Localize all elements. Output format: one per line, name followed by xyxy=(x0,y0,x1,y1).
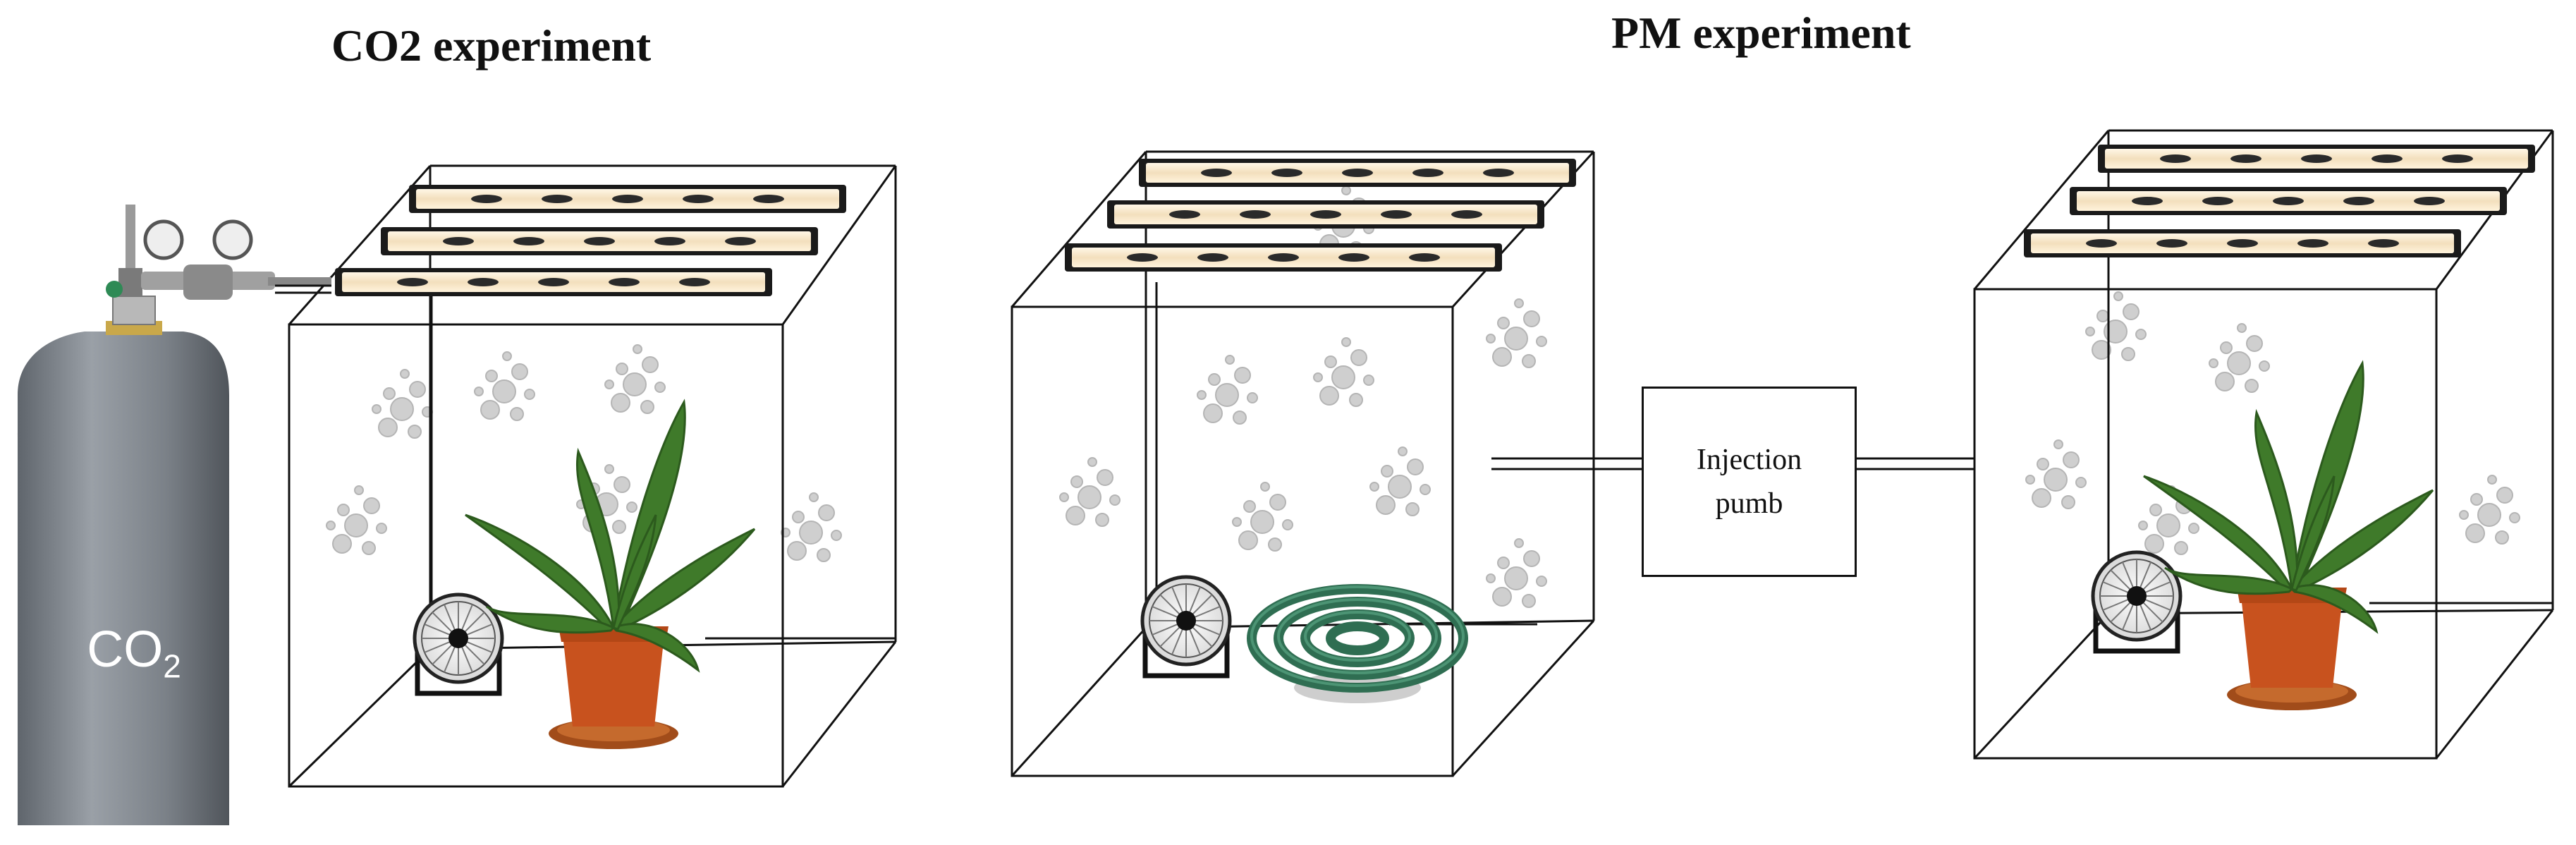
plant-icon xyxy=(464,401,756,750)
cylinder-label: CO2 xyxy=(56,621,212,685)
pump-outlet-tubes xyxy=(1857,457,1974,470)
pressure-regulator-icon xyxy=(106,205,331,300)
led-lamp-icon xyxy=(1065,159,1576,272)
fan-icon xyxy=(1142,577,1230,676)
particle-icon xyxy=(2025,291,2520,555)
mosquito-coil-icon xyxy=(1252,587,1463,703)
led-lamp-icon xyxy=(335,185,846,296)
plant-icon xyxy=(2142,362,2434,712)
cylinder-label-subscript: 2 xyxy=(163,648,181,685)
led-lamp-icon xyxy=(2024,145,2535,257)
pm-experiment-title: PM experiment xyxy=(1611,8,1911,58)
fan-icon xyxy=(2093,552,2180,651)
particle-icon xyxy=(326,344,842,562)
pm-plant-chamber xyxy=(1973,129,2554,760)
injection-pump-label-line2: pumb xyxy=(1715,487,1783,520)
injection-pump-box: Injection pumb xyxy=(1642,387,1857,577)
pm-source-chamber xyxy=(1011,150,1642,777)
injection-pump-label-line1: Injection xyxy=(1696,444,1802,476)
co2-experiment-title: CO2 experiment xyxy=(331,20,652,71)
cylinder-label-main: CO xyxy=(87,621,164,678)
co2-chamber xyxy=(288,164,897,788)
gas-cylinder-icon xyxy=(18,296,229,825)
